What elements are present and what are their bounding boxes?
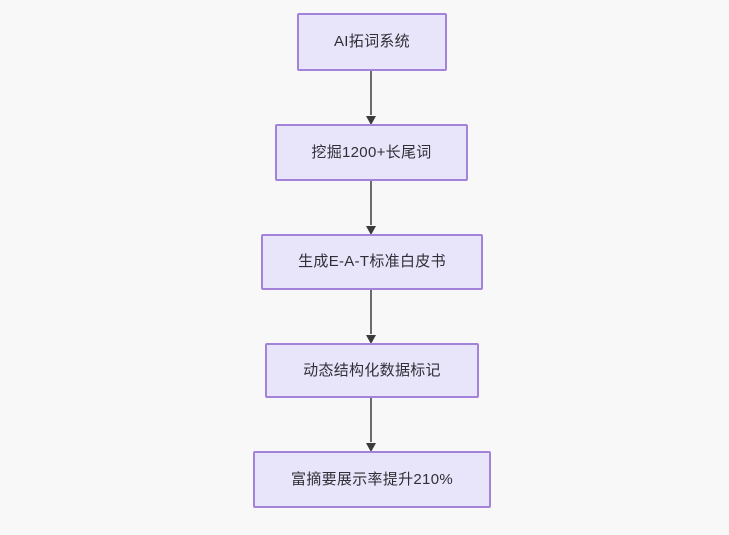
- flow-node-label: 生成E-A-T标准白皮书: [298, 253, 446, 270]
- flow-node-mine-longtail-keywords[interactable]: 挖掘1200+长尾词: [275, 124, 468, 181]
- edge-line: [370, 398, 372, 442]
- edge-line: [370, 71, 372, 115]
- flow-node-dynamic-structured-data-markup[interactable]: 动态结构化数据标记: [265, 343, 479, 398]
- flow-node-ai-keyword-system[interactable]: AI拓词系统: [297, 13, 447, 71]
- edge-line: [370, 181, 372, 225]
- flow-node-label: 挖掘1200+长尾词: [311, 143, 432, 161]
- flow-node-generate-eat-whitepaper[interactable]: 生成E-A-T标准白皮书: [261, 234, 483, 290]
- flow-node-label: 动态结构化数据标记: [303, 361, 441, 379]
- edge-line: [370, 290, 372, 334]
- flow-node-rich-snippet-impression-lift[interactable]: 富摘要展示率提升210%: [253, 451, 491, 508]
- flow-node-label: AI拓词系统: [334, 33, 410, 50]
- flow-node-label: 富摘要展示率提升210%: [291, 470, 453, 488]
